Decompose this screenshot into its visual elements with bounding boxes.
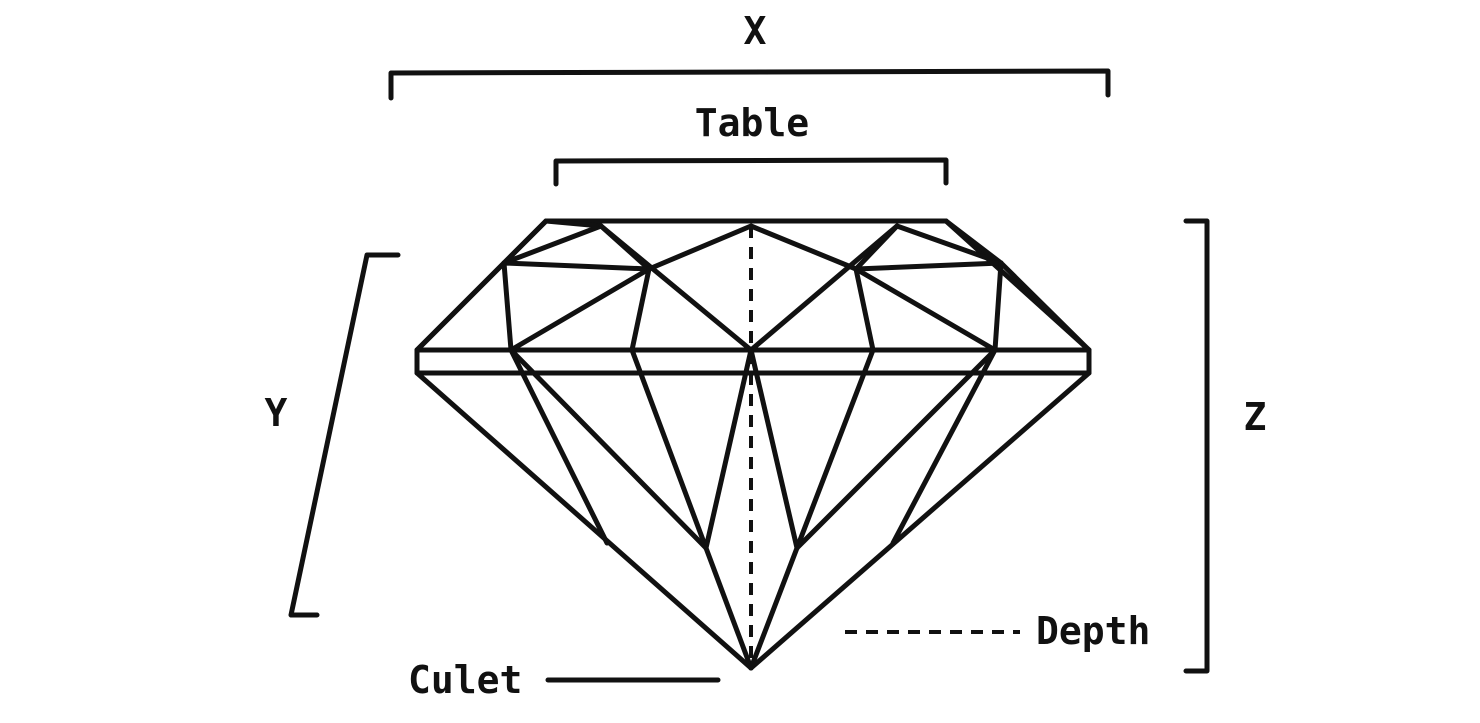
depth-label: Depth (1036, 609, 1150, 653)
z-label: Z (1244, 395, 1267, 439)
culet-label: Culet (408, 658, 522, 702)
x-label: X (744, 9, 767, 53)
y-dimension-bracket (288, 252, 401, 618)
table-dimension-bracket (553, 157, 949, 187)
y-label: Y (265, 391, 288, 435)
crown-facets (414, 218, 1092, 353)
table-label: Table (695, 101, 809, 145)
z-dimension-bracket (1183, 218, 1210, 674)
x-dimension-bracket (388, 68, 1111, 101)
pavilion-facets (508, 347, 998, 671)
